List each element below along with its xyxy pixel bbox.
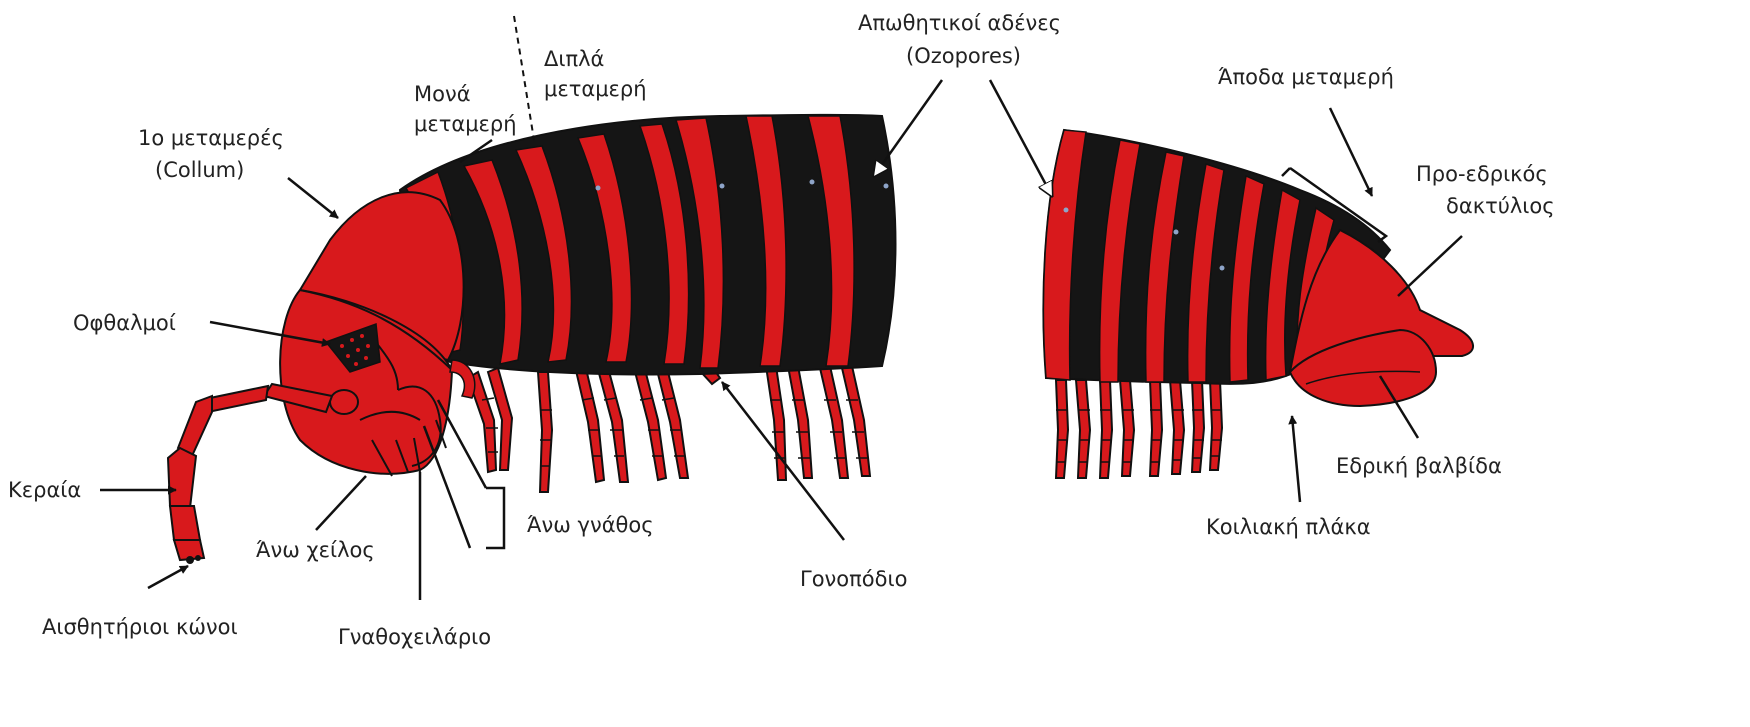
label-gonopod: Γονοπόδιο — [800, 567, 907, 591]
label-apodous-segments: Άποδα μεταμερή — [1218, 65, 1394, 89]
label-gnathochilarium: Γναθοχειλάριο — [338, 625, 491, 649]
label-preanal-1: Προ-εδρικός — [1416, 162, 1548, 186]
label-single-segments-2: μεταμερή — [414, 112, 517, 136]
label-double-segments-2: μεταμερή — [544, 77, 647, 101]
legs-posterior — [1056, 380, 1222, 478]
anterior-body — [168, 115, 896, 564]
label-ventral-plate: Κοιλιακή πλάκα — [1206, 515, 1371, 539]
label-eyes: Οφθαλμοί — [73, 311, 176, 335]
label-collum-1: 1ο μεταμερές — [138, 126, 284, 150]
label-upper-lip: Άνω χείλος — [256, 538, 375, 562]
posterior-body — [1043, 130, 1473, 478]
label-double-segments-1: Διπλά — [544, 47, 604, 71]
label-collum-2: (Collum) — [155, 158, 244, 182]
label-antenna: Κεραία — [8, 478, 81, 502]
label-anal-valve: Εδρική βαλβίδα — [1336, 454, 1502, 478]
label-preanal-2: δακτύλιος — [1446, 194, 1555, 218]
label-ozopores-1: Απωθητικοί αδένες — [858, 11, 1061, 35]
label-ozopores-2: (Ozopores) — [906, 44, 1021, 68]
label-single-segments-1: Μονά — [414, 82, 471, 106]
label-sensory-cones: Αισθητήριοι κώνοι — [42, 615, 238, 639]
label-mandible: Άνω γνάθος — [527, 513, 654, 537]
